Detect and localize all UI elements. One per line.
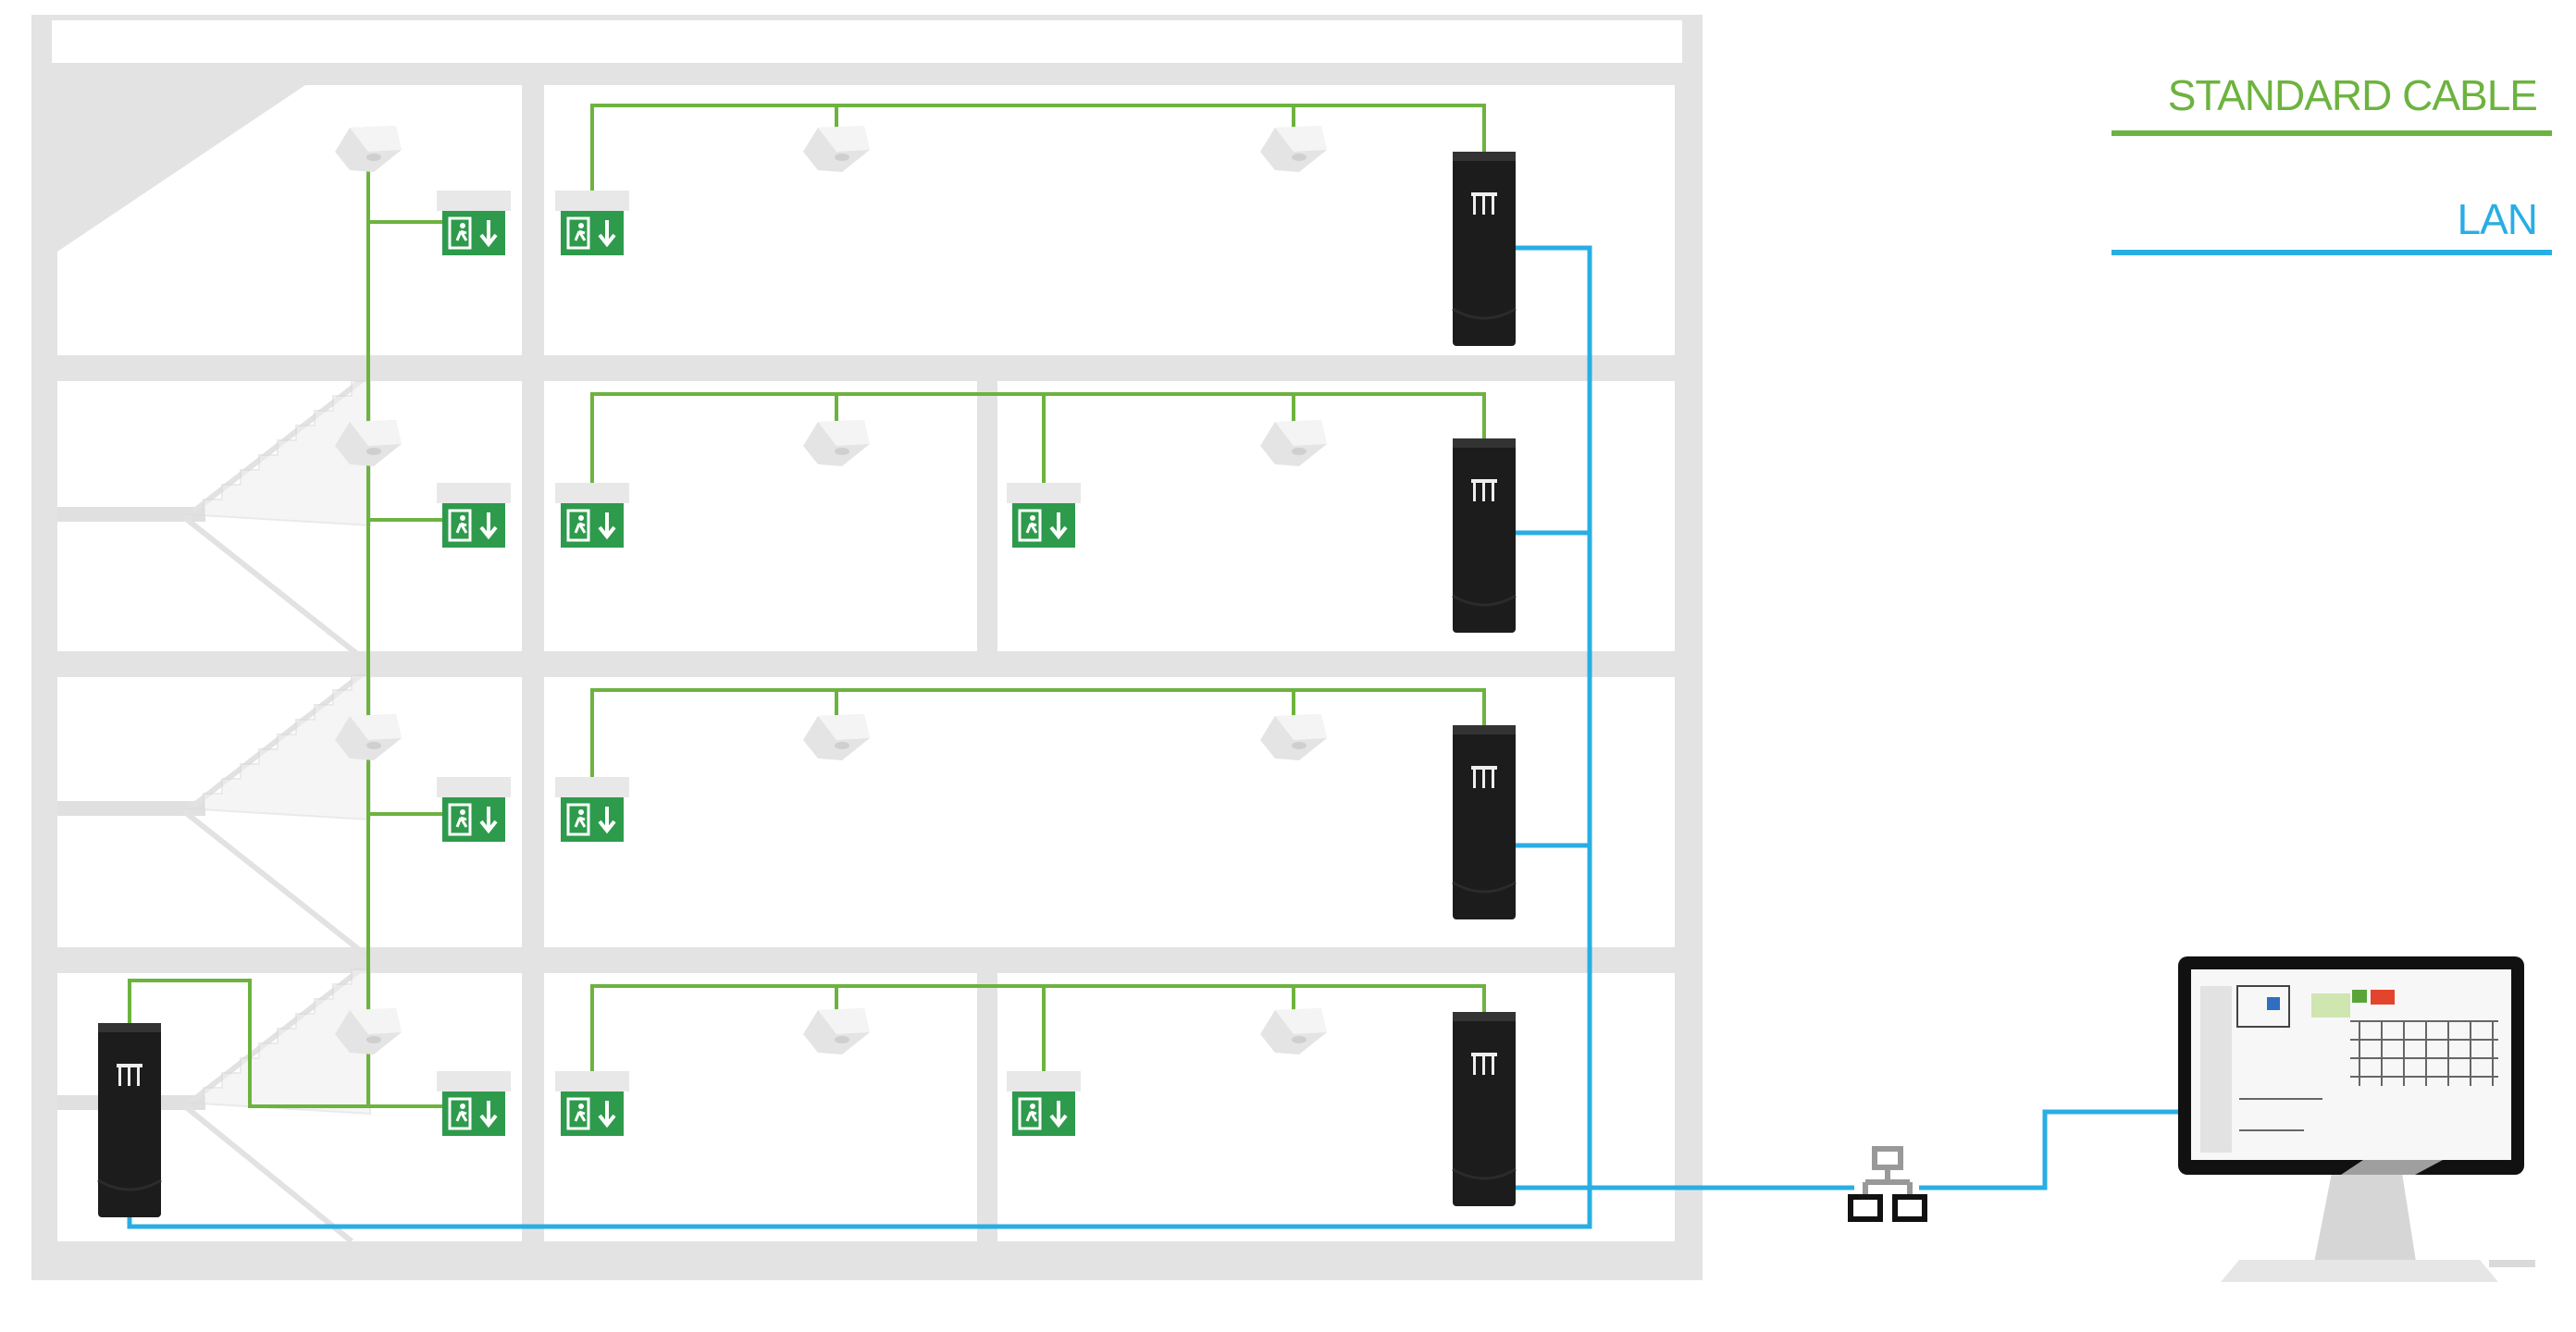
legend-standard-cable-label: STANDARD CABLE — [2167, 71, 2538, 119]
controller-cabinet-icon — [96, 1021, 163, 1219]
exit-sign-icon — [553, 189, 631, 257]
controller-cabinet-icon — [1451, 437, 1517, 635]
building — [31, 15, 1703, 1280]
legend-lan-label: LAN — [2457, 195, 2538, 243]
controller-cabinet-icon — [1451, 1010, 1517, 1208]
exit-sign-icon — [553, 775, 631, 844]
exit-sign-icon — [435, 189, 513, 257]
exit-sign-icon — [435, 1069, 513, 1138]
exit-sign-icon — [1005, 481, 1083, 549]
exit-sign-icon — [553, 1069, 631, 1138]
controller-cabinet-icon — [1451, 150, 1517, 348]
lan-network — [127, 245, 2178, 1229]
exit-sign-icon — [1005, 1069, 1083, 1138]
legend-lan-line — [2112, 250, 2552, 255]
exit-sign-icon — [553, 481, 631, 549]
controller-cabinet-icon — [1451, 723, 1517, 921]
monitor-icon — [2178, 956, 2535, 1282]
exit-sign-icon — [435, 481, 513, 549]
standard-cable-network — [128, 104, 1486, 1108]
legend-standard-cable-line — [2112, 130, 2552, 136]
stair-steps — [184, 380, 371, 1116]
exit-sign-icon — [435, 775, 513, 844]
network-switch-icon — [1848, 1146, 1927, 1222]
